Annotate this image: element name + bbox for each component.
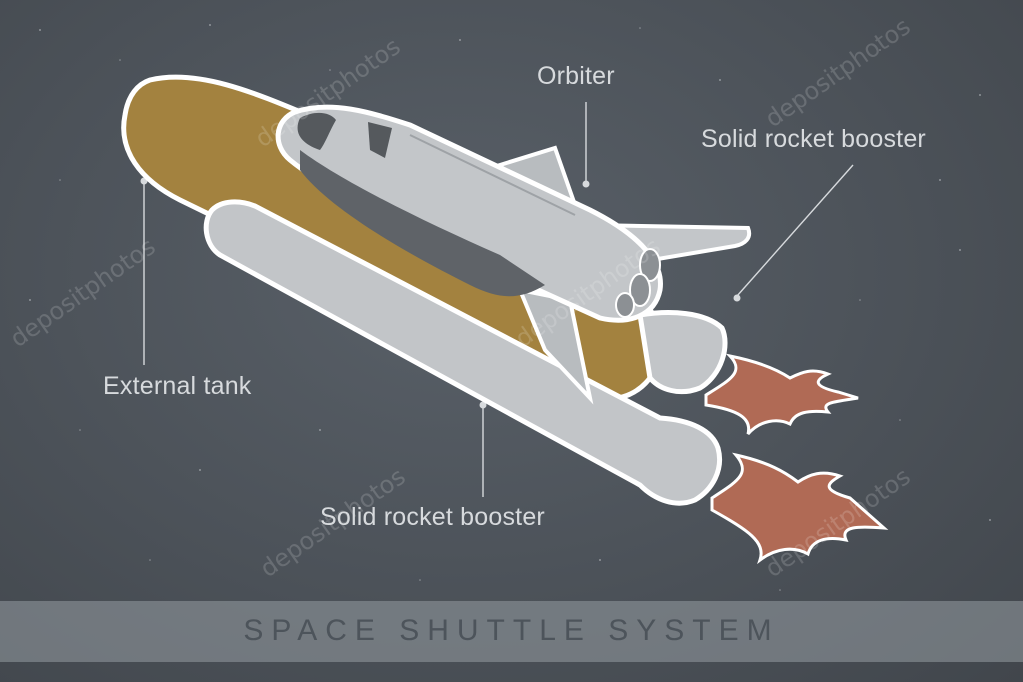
- solid-rocket-booster-upper-nozzle: [637, 310, 728, 395]
- leader-lines: [140, 102, 854, 497]
- orbiter-nose: [297, 112, 336, 150]
- page-title: SPACE SHUTTLE SYSTEM: [243, 614, 780, 647]
- srb-top-leader-line: [736, 164, 854, 297]
- flame-top: [704, 353, 859, 436]
- booster-flames: [704, 353, 889, 565]
- solid-rocket-booster-label-lower: Solid rocket booster: [320, 503, 545, 531]
- solid-rocket-booster-lower: [203, 199, 722, 506]
- solid-rocket-booster-label-upper: Solid rocket booster: [701, 125, 926, 153]
- orbiter-cockpit-window: [368, 122, 392, 158]
- orbiter-belly: [300, 150, 545, 297]
- orbiter-label: Orbiter: [537, 62, 615, 90]
- orbiter-body: [275, 104, 663, 323]
- shuttle-stack: [121, 74, 752, 506]
- external-tank-label: External tank: [103, 372, 252, 400]
- title-band: [0, 601, 1023, 662]
- flame-bottom: [710, 452, 889, 565]
- orbiter-payload-bay: [409, 134, 576, 216]
- orbiter-main-engines: [615, 248, 661, 318]
